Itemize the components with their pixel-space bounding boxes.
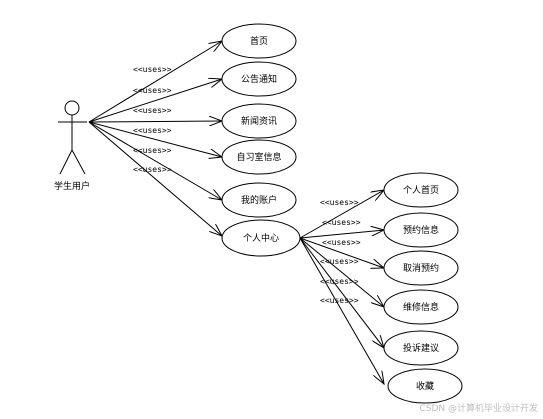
use-case-study-room[interactable]: 自习室信息	[221, 139, 297, 175]
use-case-label: 预约信息	[403, 224, 439, 236]
use-case-label: 个人首页	[403, 184, 439, 196]
use-case-label: 收藏	[416, 380, 434, 392]
uses-label-reservation-info: <<uses>>	[322, 218, 361, 227]
uses-label-complaint: <<uses>>	[320, 277, 359, 286]
use-case-ellipse	[221, 219, 301, 257]
use-case-label: 首页	[250, 35, 268, 47]
use-case-repair-info[interactable]: 维修信息	[383, 289, 459, 325]
association-complaint	[299, 237, 384, 348]
uses-label-study-room: <<uses>>	[133, 126, 172, 135]
association-personal-center	[88, 121, 222, 236]
use-case-ellipse	[221, 139, 297, 175]
use-case-my-account[interactable]: 我的账户	[221, 182, 297, 218]
association-cancel-reservation	[299, 237, 384, 268]
association-news	[88, 121, 222, 122]
use-case-label: 个人中心	[243, 232, 279, 244]
uses-label-personal-home: <<uses>>	[320, 198, 359, 207]
association-reservation-info	[299, 230, 384, 239]
use-case-cancel-reservation[interactable]: 取消预约	[383, 250, 459, 286]
association-personal-home	[299, 190, 384, 239]
use-case-ellipse	[221, 23, 297, 59]
use-case-news[interactable]: 新闻资讯	[221, 103, 297, 139]
uses-label-notice: <<uses>>	[133, 86, 172, 95]
use-case-ellipse	[383, 330, 459, 366]
uses-label-personal-center: <<uses>>	[133, 165, 172, 174]
use-case-notice[interactable]: 公告通知	[221, 61, 297, 97]
use-case-label: 我的账户	[241, 194, 277, 206]
association-study-room	[88, 121, 222, 157]
use-case-ellipse	[383, 212, 459, 248]
use-case-ellipse	[383, 289, 459, 325]
uses-label-my-account: <<uses>>	[133, 146, 172, 155]
use-case-label: 新闻资讯	[241, 115, 277, 127]
actor-left-leg	[59, 149, 73, 175]
uses-label-cancel-reservation: <<uses>>	[322, 238, 361, 247]
use-case-ellipse	[221, 182, 297, 218]
uses-label-news: <<uses>>	[133, 106, 172, 115]
use-case-label: 取消预约	[403, 262, 439, 274]
use-case-ellipse	[221, 103, 297, 139]
use-case-complaint[interactable]: 投诉建议	[383, 330, 459, 366]
use-case-ellipse	[383, 250, 459, 286]
association-home	[88, 41, 222, 123]
actor-label: 学生用户	[54, 180, 90, 192]
use-case-personal-home[interactable]: 个人首页	[383, 172, 459, 208]
uses-label-home: <<uses>>	[133, 65, 172, 74]
use-case-ellipse	[387, 368, 463, 404]
use-case-home[interactable]: 首页	[221, 23, 297, 59]
uses-label-favorites: <<uses>>	[320, 296, 359, 305]
use-case-label: 维修信息	[403, 301, 439, 313]
personal-center-associations	[299, 190, 384, 384]
association-repair-info	[299, 237, 384, 307]
use-case-label: 公告通知	[241, 73, 277, 85]
use-case-favorites[interactable]: 收藏	[387, 368, 463, 404]
use-case-ellipse	[221, 61, 297, 97]
use-case-label: 投诉建议	[403, 342, 439, 354]
actor-relationship-labels: <<uses>> <<uses>> <<uses>> <<uses>> <<us…	[133, 65, 172, 174]
actor-head	[64, 100, 80, 116]
actor-right-leg	[71, 149, 86, 175]
association-favorites	[299, 237, 384, 384]
association-my-account	[88, 121, 222, 200]
personal-center-relationship-labels: <<uses>> <<uses>> <<uses>> <<uses>> <<us…	[320, 198, 361, 305]
use-case-personal-center[interactable]: 个人中心	[221, 219, 301, 257]
actor-student-user: 学生用户	[54, 100, 90, 192]
actor-associations	[88, 41, 222, 236]
watermark: CSDN @计算机毕业设计开发	[419, 402, 538, 414]
association-notice	[88, 79, 222, 123]
use-case-ellipse	[383, 172, 459, 208]
use-case-label: 自习室信息	[236, 151, 281, 163]
uses-label-repair-info: <<uses>>	[320, 257, 359, 266]
use-case-reservation-info[interactable]: 预约信息	[383, 212, 459, 248]
